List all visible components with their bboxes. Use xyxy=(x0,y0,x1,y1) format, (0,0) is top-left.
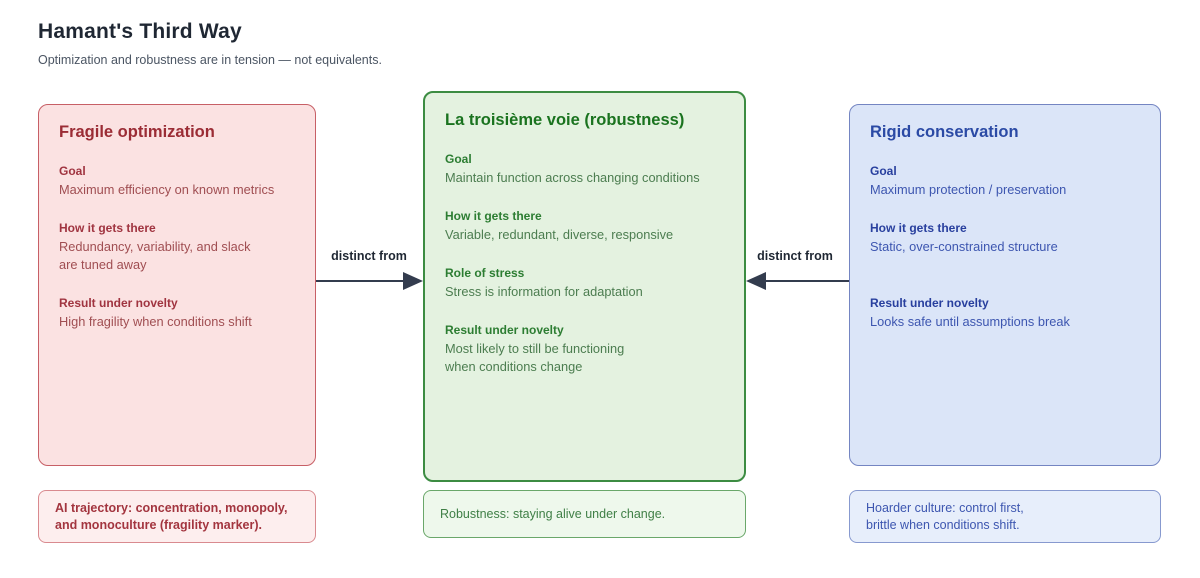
arrow-left-label: distinct from xyxy=(331,249,407,263)
arrow-right-line xyxy=(764,280,849,282)
section-text: Most likely to still be functioning when… xyxy=(445,341,625,374)
note-rigid-conservation: Hoarder culture: control first, brittle … xyxy=(849,490,1161,543)
arrow-left-pointing-head-icon xyxy=(746,272,766,290)
card-section: How it gets there Static, over-constrain… xyxy=(870,221,1142,256)
card-section: Result under novelty Looks safe until as… xyxy=(870,296,1142,331)
card-fragile-optimization: Fragile optimization Goal Maximum effici… xyxy=(38,104,316,466)
section-text: High fragility when conditions shift xyxy=(59,314,252,329)
section-label: Goal xyxy=(870,164,897,178)
section-label: Goal xyxy=(445,152,472,166)
section-text: Maximum efficiency on known metrics xyxy=(59,182,275,197)
page-title: Hamant's Third Way xyxy=(38,20,242,43)
card-section: How it gets there Redundancy, variabilit… xyxy=(59,221,297,274)
card-section: Result under novelty High fragility when… xyxy=(59,296,297,331)
card-section: Goal Maximum efficiency on known metrics xyxy=(59,164,297,199)
card-title: Fragile optimization xyxy=(59,123,215,141)
section-label: Role of stress xyxy=(445,266,525,280)
card-section: Role of stress Stress is information for… xyxy=(445,266,726,301)
card-la-troisieme-voie: La troisième voie (robustness) Goal Main… xyxy=(423,91,746,482)
section-text: Maintain function across changing condit… xyxy=(445,170,700,185)
section-label: Result under novelty xyxy=(59,296,178,310)
section-text: Looks safe until assumptions break xyxy=(870,314,1070,329)
arrow-left-line xyxy=(316,280,405,282)
section-text: Maximum protection / preservation xyxy=(870,182,1067,197)
note-la-troisieme-voie: Robustness: staying alive under change. xyxy=(423,490,746,538)
note-fragile-optimization: AI trajectory: concentration, monopoly, … xyxy=(38,490,316,543)
section-label: How it gets there xyxy=(59,221,156,235)
section-label: Result under novelty xyxy=(870,296,989,310)
card-title: La troisième voie (robustness) xyxy=(445,111,685,129)
page-subtitle: Optimization and robustness are in tensi… xyxy=(38,53,382,67)
section-label: How it gets there xyxy=(870,221,967,235)
card-rigid-conservation: Rigid conservation Goal Maximum protecti… xyxy=(849,104,1161,466)
section-text: Stress is information for adaptation xyxy=(445,284,643,299)
section-text: Redundancy, variability, and slack are t… xyxy=(59,239,251,272)
arrow-right-label: distinct from xyxy=(757,249,833,263)
section-label: Goal xyxy=(59,164,86,178)
card-section: Result under novelty Most likely to stil… xyxy=(445,323,726,376)
section-label: Result under novelty xyxy=(445,323,564,337)
card-section: How it gets there Variable, redundant, d… xyxy=(445,209,726,244)
card-title: Rigid conservation xyxy=(870,123,1019,141)
card-section: Goal Maximum protection / preservation xyxy=(870,164,1142,199)
arrow-right-pointing-head-icon xyxy=(403,272,423,290)
section-label: How it gets there xyxy=(445,209,542,223)
section-text: Variable, redundant, diverse, responsive xyxy=(445,227,674,242)
section-text: Static, over-constrained structure xyxy=(870,239,1058,254)
card-section: Goal Maintain function across changing c… xyxy=(445,152,726,187)
